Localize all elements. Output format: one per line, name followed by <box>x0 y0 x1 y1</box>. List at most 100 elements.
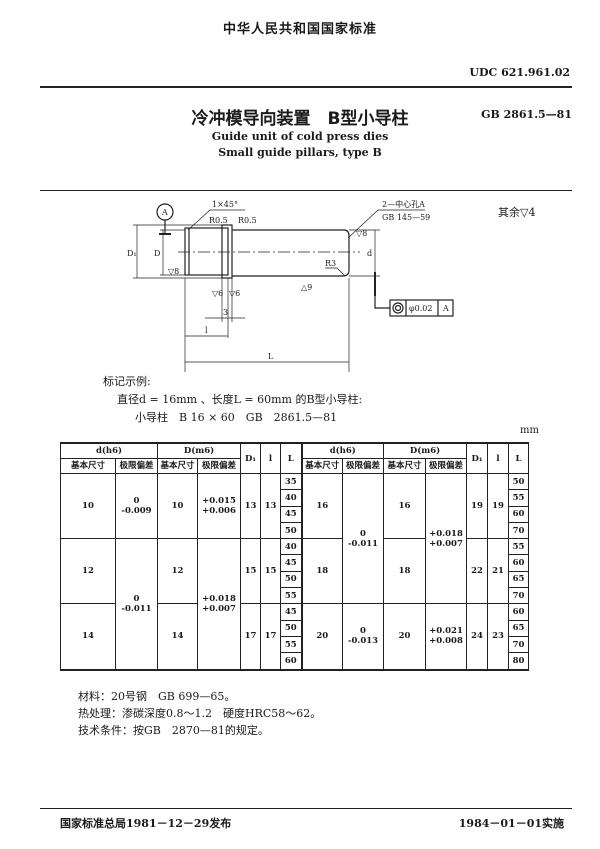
dim-D: D <box>154 249 160 258</box>
finish-9: △9 <box>301 283 312 292</box>
header-d: d(h6) <box>300 442 385 459</box>
english-title-1: Guide unit of cold press dies <box>211 130 389 143</box>
L-value: 45 <box>280 554 303 572</box>
D-deviation: +0.018+0.007 <box>425 472 468 605</box>
tolerance-value: φ0.02 <box>409 304 432 313</box>
header-L: L <box>508 442 530 474</box>
D1-value: 19 <box>466 472 489 540</box>
L-value: 70 <box>508 521 530 540</box>
pillar-shaft <box>232 229 350 277</box>
note-technical: 技术条件：按GB 2870—81的规定。 <box>78 724 269 737</box>
table-row: 45 60 <box>61 505 530 523</box>
header-D: D(m6) <box>383 442 468 459</box>
L-value: 55 <box>280 587 303 605</box>
footer-rule <box>40 808 572 809</box>
l-value: 17 <box>260 603 282 671</box>
table-row: 55 70 <box>61 635 530 654</box>
L-value: 45 <box>280 505 303 523</box>
dim-d: d <box>367 249 372 258</box>
header-l: l <box>260 442 282 474</box>
radius-label-2: R0.5 <box>238 216 257 225</box>
header-D1: D₁ <box>240 442 262 474</box>
d-deviation: 0-0.011 <box>342 472 385 605</box>
pillar-collar <box>221 224 233 279</box>
D-basic: 14 <box>157 603 198 671</box>
dim-L: L <box>268 352 274 361</box>
d-deviation: 0-0.013 <box>342 603 385 671</box>
dim-D1: D₁ <box>127 249 137 258</box>
example-line-1: 直径d = 16mm 、长度L = 60mm 的B型小导柱: <box>117 393 363 406</box>
chamfer-label: 1×45° <box>212 200 238 209</box>
radius-end-label: R3 <box>325 259 336 268</box>
L-value: 50 <box>280 521 303 540</box>
L-value: 65 <box>508 619 530 637</box>
D1-value: 13 <box>240 472 262 540</box>
header-basic: 基本尺寸 <box>300 458 344 474</box>
L-value: 55 <box>508 538 530 556</box>
l-value: 13 <box>260 472 282 540</box>
L-value: 70 <box>508 635 530 654</box>
l-value: 19 <box>487 472 510 540</box>
L-value: 70 <box>508 587 530 605</box>
L-value: 50 <box>280 570 303 589</box>
D1-value: 17 <box>240 603 262 671</box>
header-rule <box>40 86 572 88</box>
table-row: 55 70 <box>61 587 530 605</box>
tolerance-datum: A <box>442 304 449 313</box>
header-deviation: 极限偏差 <box>425 458 468 474</box>
D-basic: 12 <box>157 538 198 605</box>
d-basic: 20 <box>300 603 344 671</box>
pillar-head <box>184 227 229 276</box>
header-deviation: 极限偏差 <box>342 458 385 474</box>
L-value: 55 <box>280 635 303 654</box>
effective-date: 1984－01－01实施 <box>458 817 564 830</box>
D1-value: 22 <box>466 538 489 605</box>
l-value: 15 <box>260 538 282 605</box>
org-title: 中华人民共和国国家标准 <box>222 22 377 37</box>
header-L: L <box>280 442 303 474</box>
d-deviation: 0-0.011 <box>115 538 158 671</box>
d-basic: 10 <box>60 472 116 540</box>
guide-pillar-drawing: A 1×45° R0.5 R0.5 2—中心孔A GB 145—59 D₁ D … <box>127 199 454 372</box>
d-basic: 12 <box>60 538 116 605</box>
udc-number: UDC 621.961.02 <box>469 66 570 79</box>
header-deviation: 极限偏差 <box>115 458 158 474</box>
L-value: 50 <box>508 472 530 491</box>
tolerance-frame <box>389 299 454 317</box>
D-deviation: +0.018+0.007 <box>196 538 242 671</box>
L-value: 50 <box>280 619 303 637</box>
document-title: 冷冲模导向装置 B型小导柱 <box>191 109 409 129</box>
d-basic: 18 <box>300 538 344 605</box>
L-value: 55 <box>508 489 530 507</box>
dim-l: l <box>205 326 208 335</box>
D-deviation: +0.021+0.008 <box>425 603 468 671</box>
header-D1: D₁ <box>466 442 489 474</box>
D-basic: 20 <box>383 603 427 671</box>
D-basic: 16 <box>383 472 427 540</box>
L-value: 35 <box>280 472 303 491</box>
surface-finish-rest: 其余▽4 <box>498 206 536 219</box>
L-value: 40 <box>280 489 303 507</box>
dimension-table: d(h6) D(m6) D₁ l L d(h6) D(m6) D₁ l L 基本… <box>60 442 530 671</box>
L-value: 60 <box>508 554 530 572</box>
center-hole-label: 2—中心孔A <box>382 199 425 209</box>
example-line-2: 小导柱 B 16 × 60 GB 2861.5—81 <box>135 411 338 424</box>
radius-label-1: R0.5 <box>209 216 228 225</box>
L-value: 60 <box>280 652 303 671</box>
table-row: 40 55 <box>61 489 530 507</box>
unit-label: mm <box>520 425 539 436</box>
L-value: 60 <box>508 505 530 523</box>
standard-number: GB 2861.5—81 <box>481 108 572 121</box>
finish-6a: ▽6 <box>212 289 223 298</box>
english-title-2: Small guide pillars, type B <box>218 146 382 159</box>
finish-6b: ▽6 <box>229 289 240 298</box>
note-material: 材料：20号钢 GB 699—65。 <box>78 690 236 703</box>
note-heat-treatment: 热处理：渗碳深度0.8～1.2 硬度HRC58～62。 <box>78 707 322 720</box>
D1-value: 24 <box>466 603 489 671</box>
d-basic: 14 <box>60 603 116 671</box>
header-l: l <box>487 442 510 474</box>
